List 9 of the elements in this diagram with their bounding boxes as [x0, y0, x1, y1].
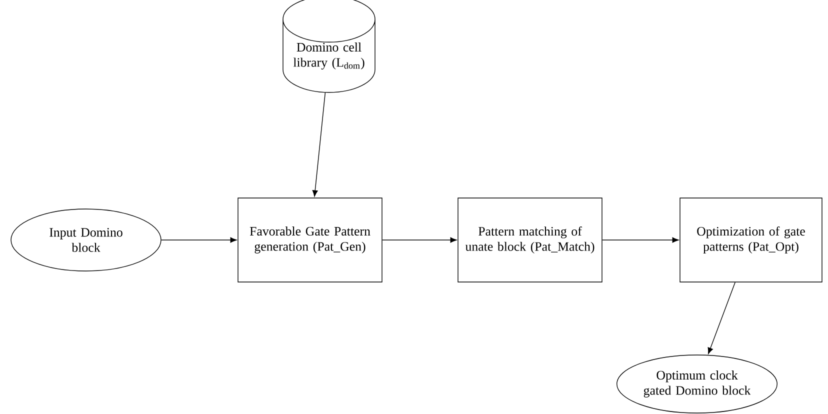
- arrow: [602, 237, 679, 243]
- arrow: [382, 237, 457, 243]
- arrow: [161, 237, 237, 243]
- library-cylinder: Domino cell library (L$_{dom}$): [282, 0, 376, 93]
- process-box: Pattern matching of unate block (Pat_Match): [458, 198, 602, 282]
- arrow: [708, 282, 736, 354]
- process-box: Favorable Gate Pattern generation (Pat_Gen): [238, 198, 382, 282]
- arrow: [312, 92, 326, 197]
- process-box: Optimization of gate patterns (Pat_Opt): [680, 198, 822, 282]
